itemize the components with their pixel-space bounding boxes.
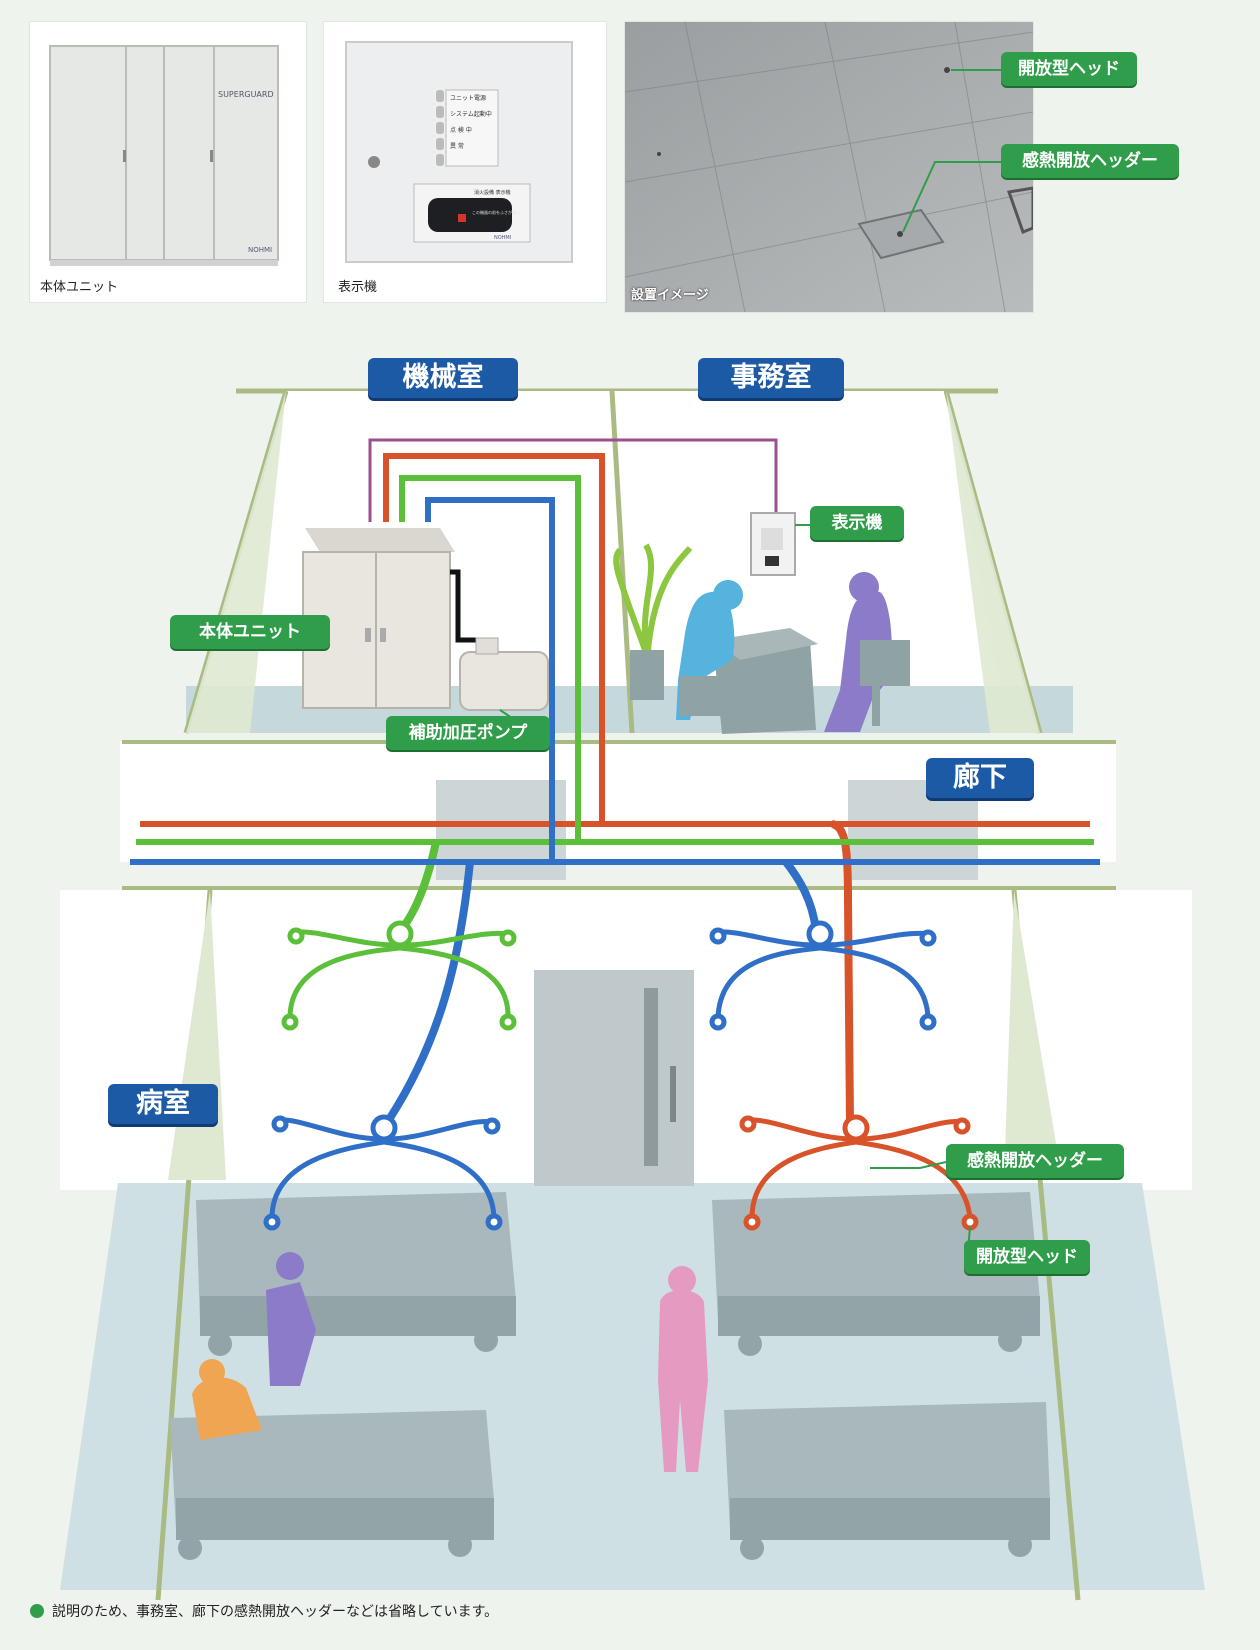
photo-callout-open-head: 開放型ヘッド (1001, 52, 1137, 86)
room-tag-corridor: 廊下 (926, 758, 1034, 798)
photo-caption-main-unit: 本体ユニット (40, 280, 119, 295)
display-unit-maker: NOHMI (494, 235, 511, 241)
photo-caption-display-unit: 表示機 (338, 280, 378, 295)
footnote-text: 説明のため、事務室、廊下の感熱開放ヘッダーなどは省略しています。 (52, 1604, 499, 1620)
main-unit-photo: SUPERGUARD NOHMI (49, 45, 279, 266)
office-scene (613, 512, 910, 734)
photo-display-unit: ユニット電源 システム起動中 点 検 中 異 常 消火設備 表示機 この機器の前… (324, 22, 606, 302)
callout-head: 開放型ヘッド (964, 1240, 1090, 1274)
bullet-icon (30, 1604, 44, 1618)
lamp-label-power: ユニット電源 (450, 94, 486, 102)
main-unit-maker: NOHMI (248, 246, 272, 254)
display-unit-photo: ユニット電源 システム起動中 点 検 中 異 常 消火設備 表示機 この機器の前… (345, 41, 573, 263)
room-tag-ward: 病室 (108, 1084, 218, 1124)
display-note: この機器の前をふさがない (472, 209, 520, 215)
header-green (281, 920, 517, 1031)
lamp-label-active: システム起動中 (450, 110, 492, 118)
header-red (739, 1114, 979, 1231)
main-unit-brand: SUPERGUARD (218, 90, 274, 99)
photo-caption-install: 設置イメージ (631, 288, 709, 303)
callout-display-unit: 表示機 (810, 506, 904, 540)
lamp-label-inspect: 点 検 中 (450, 126, 472, 134)
room-tag-machine: 機械室 (368, 358, 518, 398)
photo-main-unit: SUPERGUARD NOHMI 本体ユニット (30, 22, 306, 302)
lamp-label-fault: 異 常 (450, 142, 464, 150)
photo-install-image: 開放型ヘッド 感熱開放ヘッダー 設置イメージ (624, 21, 1179, 313)
status-lamp-panel: ユニット電源 システム起動中 点 検 中 異 常 (436, 89, 499, 167)
display-label: 消火設備 表示機 (474, 189, 511, 196)
callout-pump: 補助加圧ポンプ (386, 716, 550, 750)
room-tag-office: 事務室 (698, 358, 844, 398)
header-blue-lower (263, 1114, 503, 1231)
photo-callout-header: 感熱開放ヘッダー (1001, 144, 1179, 178)
install-photo (624, 21, 1035, 313)
footnote: 説明のため、事務室、廊下の感熱開放ヘッダーなどは省略しています。 (30, 1601, 498, 1621)
callout-header: 感熱開放ヘッダー (946, 1144, 1124, 1178)
signal-cable (368, 438, 778, 522)
header-blue-upper (709, 920, 937, 1031)
callout-main-unit: 本体ユニット (170, 615, 330, 649)
